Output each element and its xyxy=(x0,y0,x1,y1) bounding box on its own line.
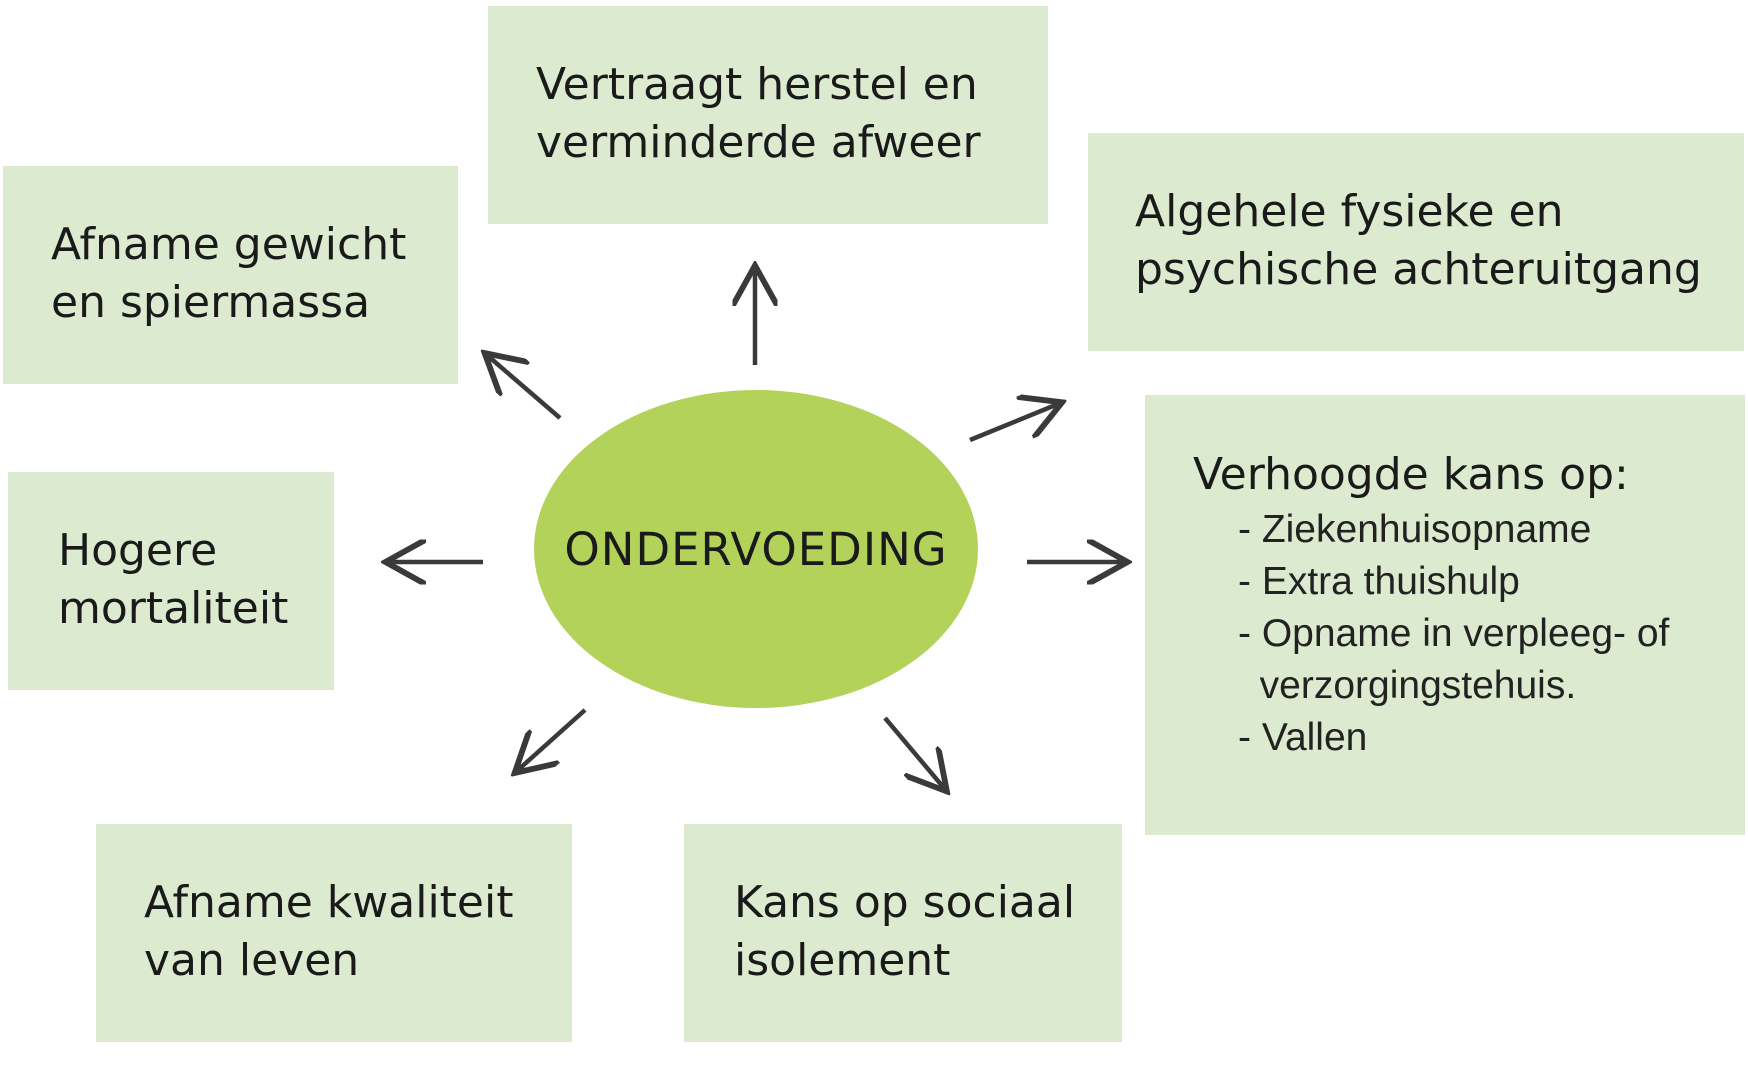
box-line: Kans op sociaal xyxy=(734,877,1076,928)
box-algehele-achteruitgang: Algehele fysieke en psychische achteruit… xyxy=(1088,133,1744,351)
list-item: - Ziekenhuisopname xyxy=(1238,508,1592,551)
box-line: psychische achteruitgang xyxy=(1135,244,1702,295)
arrow-down-right xyxy=(883,716,944,788)
arrow-up-right xyxy=(969,404,1058,443)
box-line: Vertraagt herstel en xyxy=(536,59,978,110)
box-line: Afname kwaliteit xyxy=(144,877,514,928)
box-line: Hogere xyxy=(58,525,218,576)
box-line: Algehele fysieke en xyxy=(1135,186,1564,237)
box-line: en spiermassa xyxy=(51,277,371,328)
box-afname-gewicht: Afname gewicht en spiermassa xyxy=(3,166,458,384)
box-line: isolement xyxy=(734,935,951,986)
arrow-down-left xyxy=(518,708,587,770)
box-vertraagt-herstel: Vertraagt herstel en verminderde afweer xyxy=(488,6,1048,224)
center-ellipse: ONDERVOEDING xyxy=(534,390,978,708)
box-line: Afname gewicht xyxy=(51,219,407,270)
list-item: - Opname in verpleeg- of xyxy=(1238,612,1670,655)
center-label: ONDERVOEDING xyxy=(564,522,948,576)
box-verhoogde-kans: Verhoogde kans op: - Ziekenhuisopname - … xyxy=(1145,395,1745,835)
arrow-up-left xyxy=(488,356,562,420)
box-sociaal-isolement: Kans op sociaal isolement xyxy=(684,824,1122,1042)
box-line: mortaliteit xyxy=(58,583,289,634)
list-item: - Vallen xyxy=(1238,716,1368,759)
list-item: verzorgingstehuis. xyxy=(1238,664,1577,707)
box-line: verminderde afweer xyxy=(536,117,981,168)
list-item: - Extra thuishulp xyxy=(1238,560,1520,603)
box-line: van leven xyxy=(144,935,360,986)
box-hogere-mortaliteit: Hogere mortaliteit xyxy=(8,472,334,690)
box-heading: Verhoogde kans op: xyxy=(1193,449,1629,500)
box-afname-kwaliteit: Afname kwaliteit van leven xyxy=(96,824,572,1042)
risk-list: - Ziekenhuisopname - Extra thuishulp - O… xyxy=(1193,504,1745,764)
